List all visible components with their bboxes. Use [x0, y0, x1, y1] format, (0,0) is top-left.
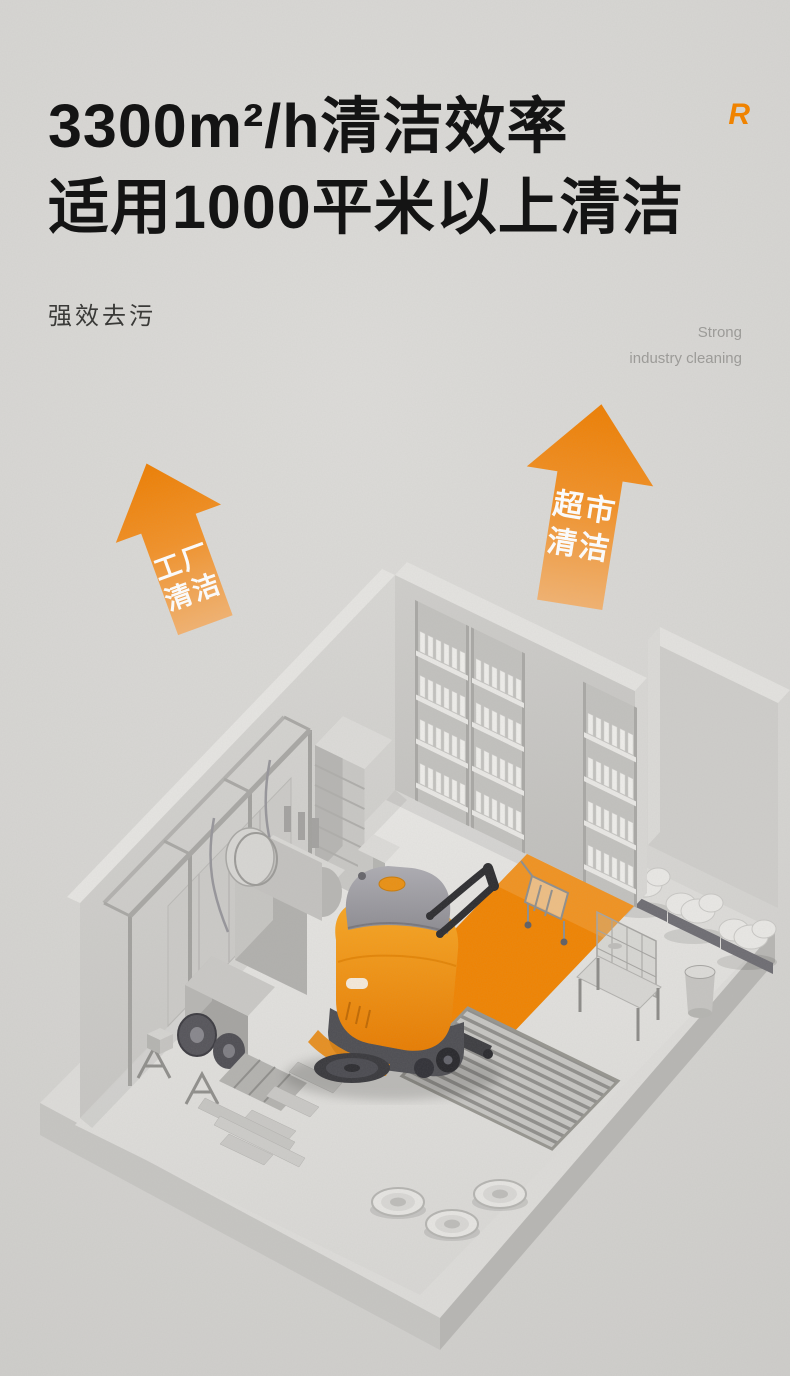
- poster: 工厂 清洁 超市 清洁 R 3300m²/h清洁效率 适用1000平米以上清洁 …: [0, 0, 790, 1376]
- warehouse-illustration: 工厂 清洁 超市 清洁: [0, 0, 790, 1376]
- grain-overlay: [0, 0, 790, 1376]
